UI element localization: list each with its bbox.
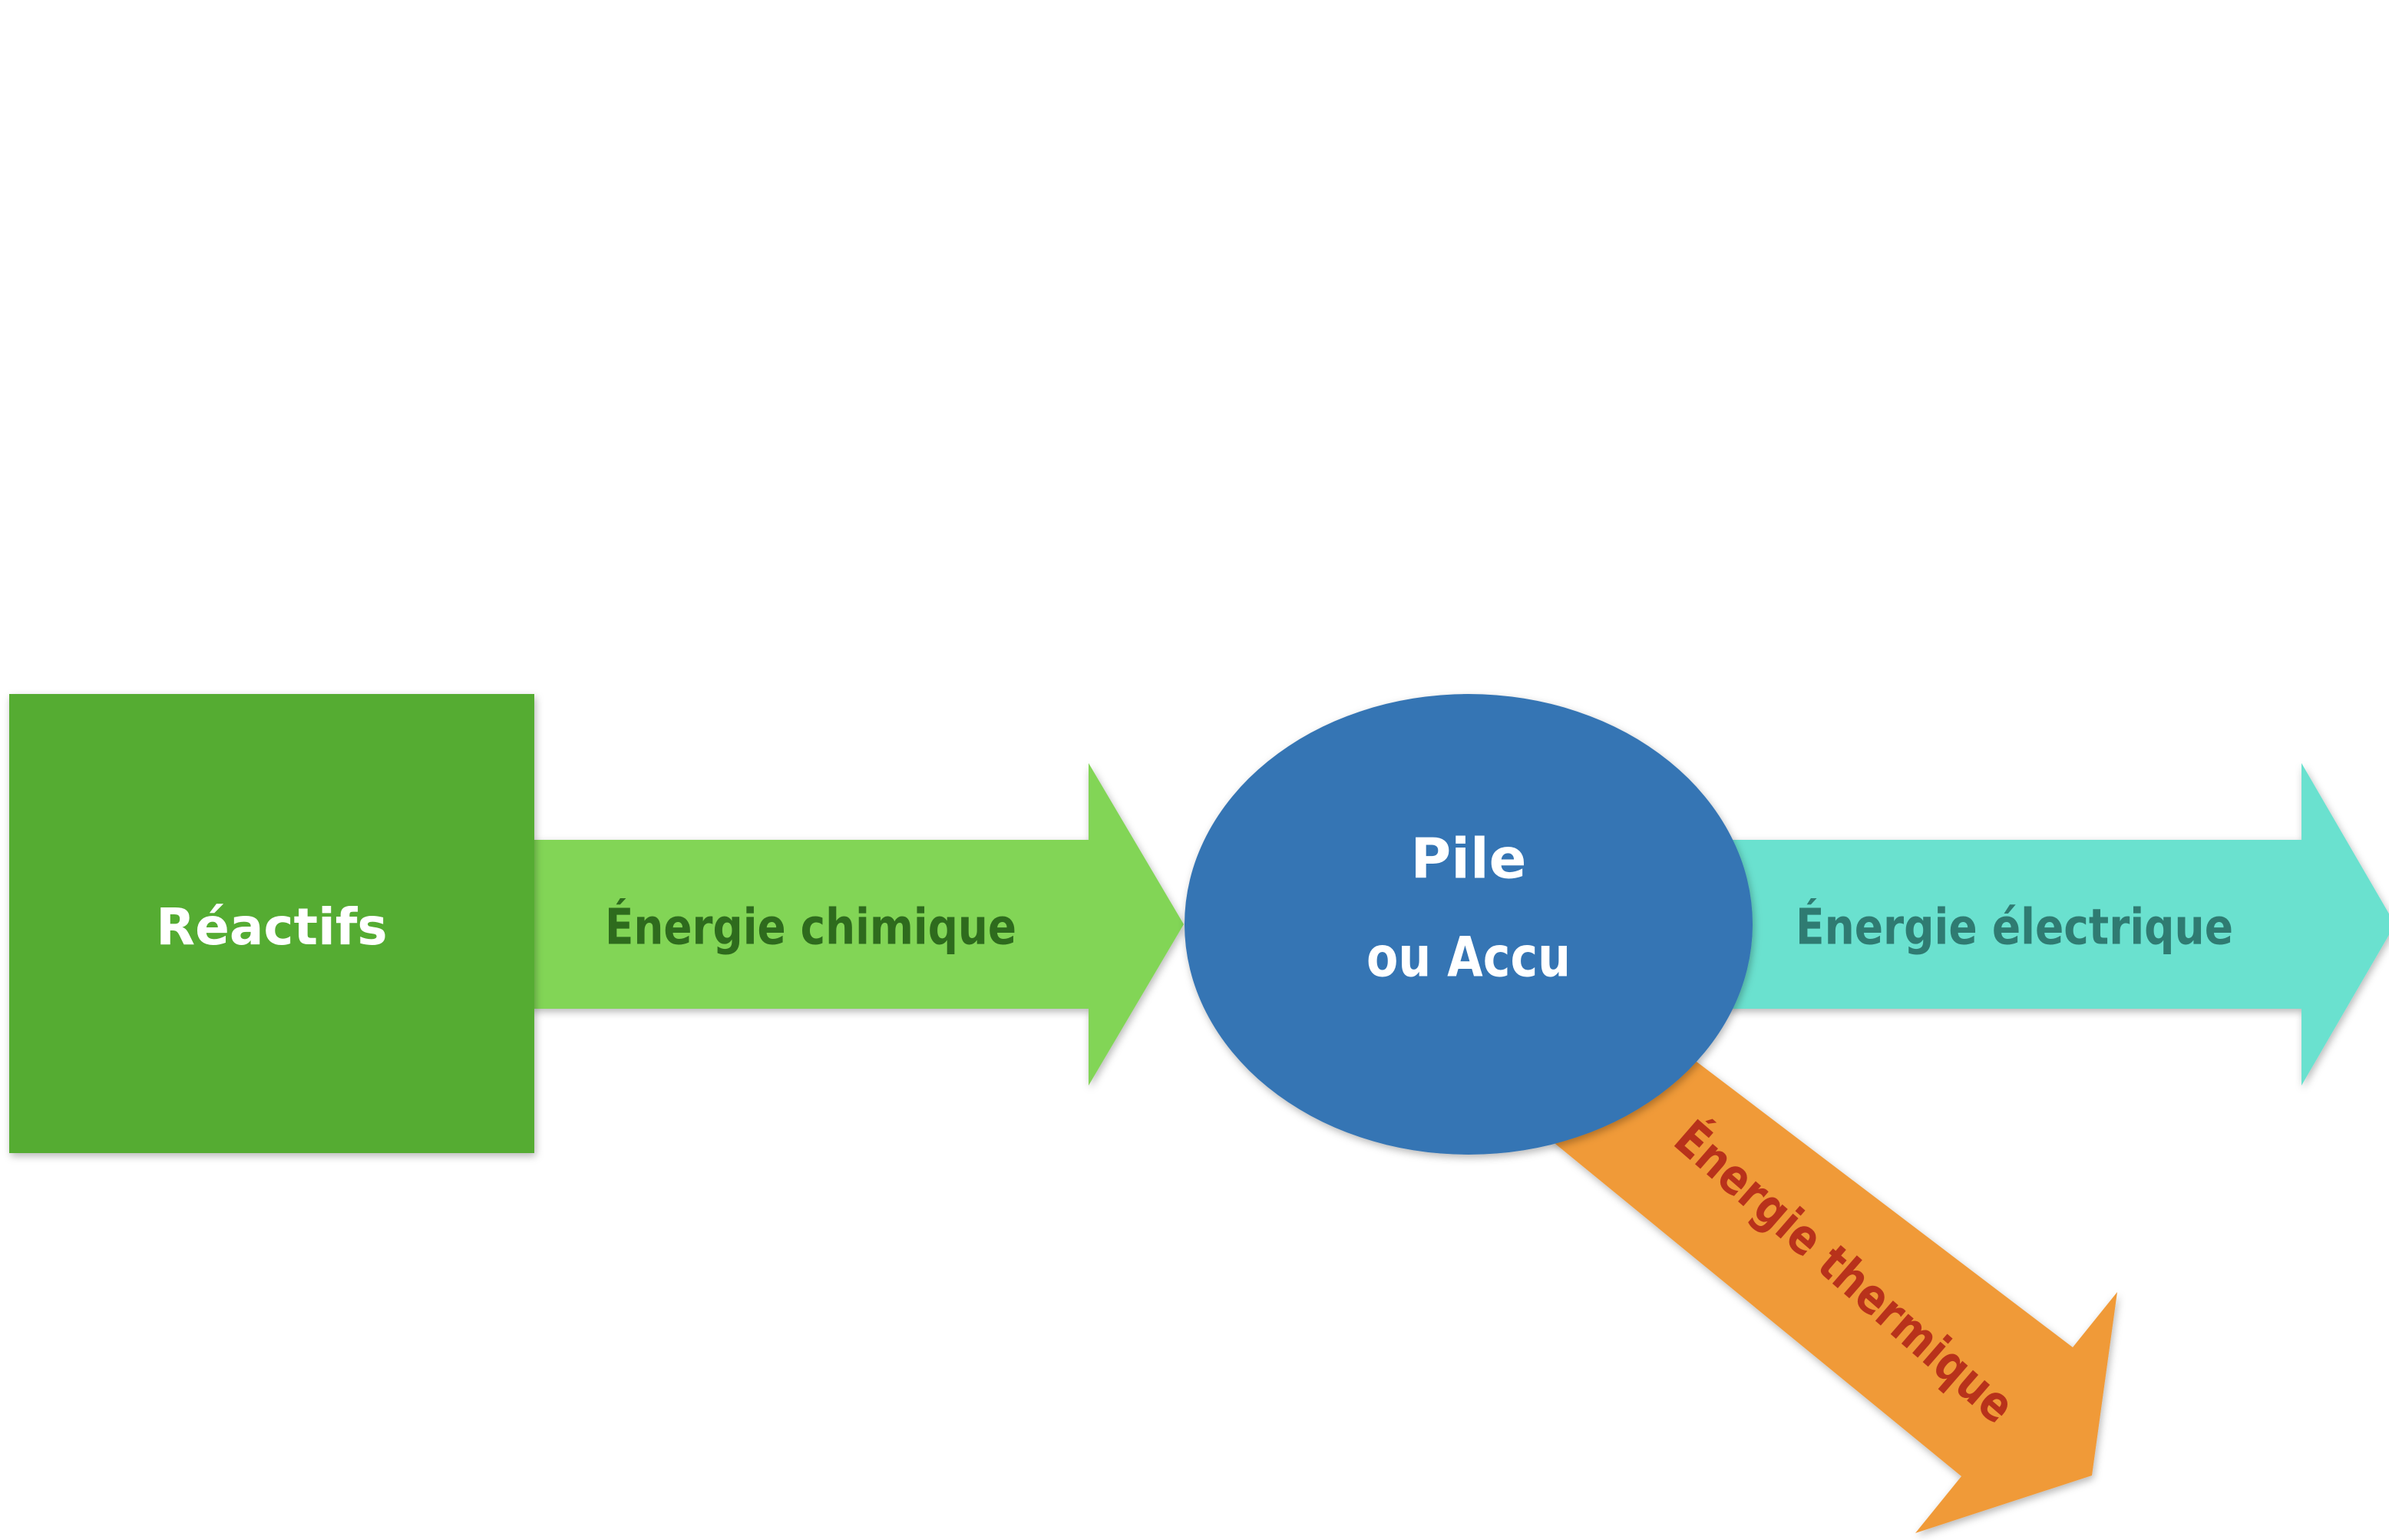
reactifs-box [9, 694, 534, 1153]
electric-energy-label: Énergie électrique [1796, 898, 2233, 957]
reactifs-label: Réactifs [156, 897, 387, 957]
battery-label-line1: Pile [1411, 827, 1527, 891]
battery-label-line2: ou Accu [1366, 925, 1571, 990]
chemical-energy-label: Énergie chimique [605, 898, 1016, 957]
battery-ellipse [1185, 694, 1753, 1155]
chemical-energy-arrow [530, 763, 1184, 1086]
electric-energy-arrow [1727, 763, 2389, 1086]
thermal-energy-arrow [1551, 1033, 2117, 1533]
